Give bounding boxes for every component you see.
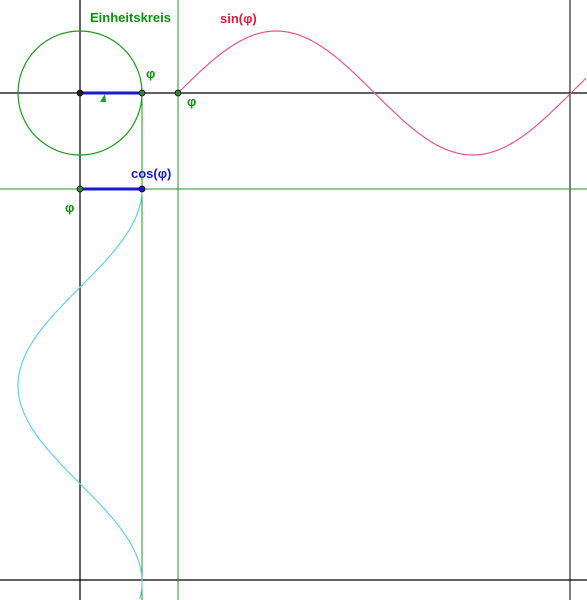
angle-marker-icon xyxy=(100,94,106,102)
phi-label-sine-axis: φ xyxy=(187,94,196,109)
sine-label: sin(φ) xyxy=(220,11,257,26)
sine-curve xyxy=(177,30,587,156)
unit-circle-label: Einheitskreis xyxy=(90,10,171,25)
cos-end-point[interactable] xyxy=(138,185,146,193)
sine-axis-point-phi[interactable] xyxy=(174,89,182,97)
circle-point-phi[interactable] xyxy=(138,89,146,97)
phi-label-circle: φ xyxy=(146,66,155,81)
cos-start-point[interactable] xyxy=(76,185,84,193)
origin-point[interactable] xyxy=(76,89,84,97)
phi-label-cos-axis: φ xyxy=(65,200,74,215)
cosine-label: cos(φ) xyxy=(131,166,171,181)
cosine-curve xyxy=(17,189,143,600)
